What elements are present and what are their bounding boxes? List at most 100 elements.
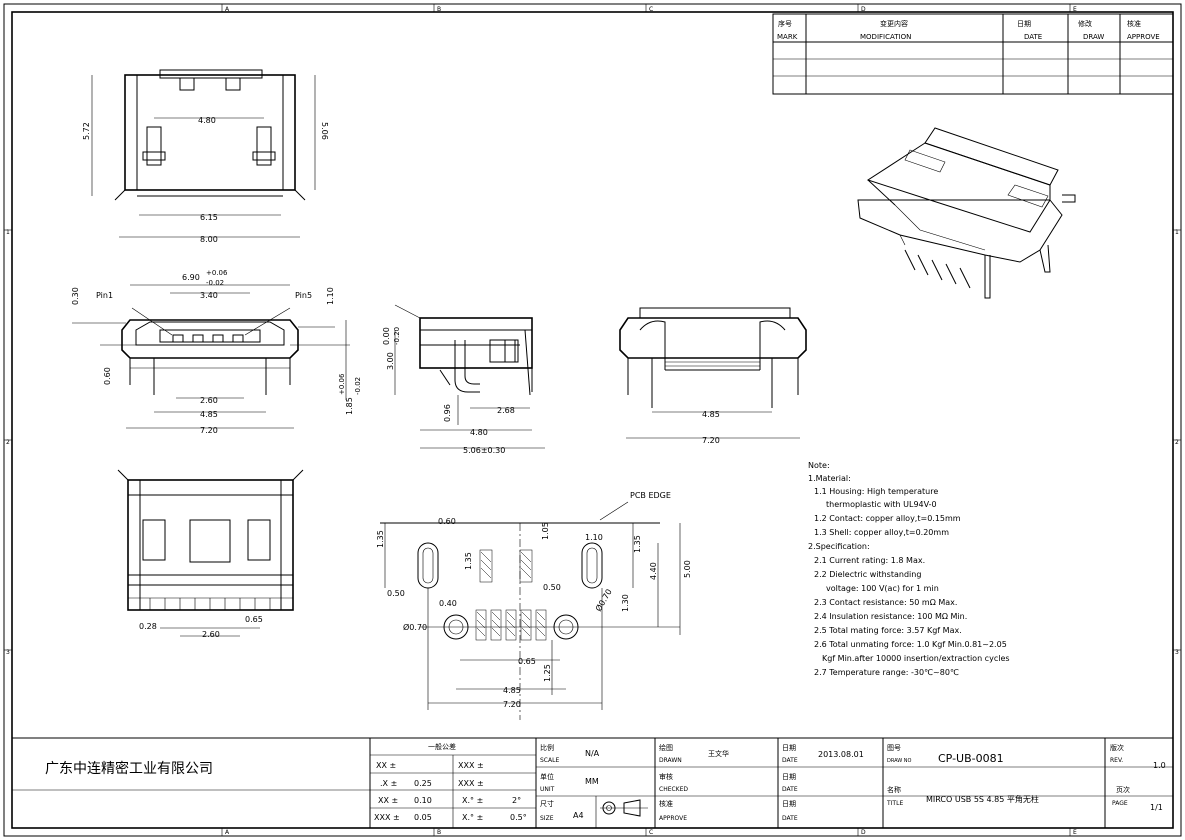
rev-header-en: APPROVE	[1127, 33, 1160, 41]
zone-label: 2	[1175, 439, 1179, 446]
zone-label: 2	[6, 439, 10, 446]
note-line: 2.3 Contact resistance: 50 mΩ Max.	[814, 598, 957, 607]
zone-label: A	[225, 6, 230, 13]
rev-cn: 版次	[1110, 743, 1124, 752]
dim-side-2-68: 2.68	[497, 406, 515, 415]
zone-label: C	[649, 829, 653, 836]
back-view: 4.85 7.20	[619, 307, 807, 445]
note-line: 1.3 Shell: copper alloy,t=0.20mm	[814, 528, 949, 537]
dim-front-6-90: 6.90	[182, 273, 200, 282]
note-line: 2.1 Current rating: 1.8 Max.	[814, 556, 925, 565]
dim-back-7-20: 7.20	[702, 436, 720, 445]
dim-front-7-20: 7.20	[200, 426, 218, 435]
dim-pcb-phi-right: Ø0.70	[593, 587, 614, 613]
drawing-number: CP-UB-0081	[938, 752, 1004, 765]
dim-pcb-4-85: 4.85	[503, 686, 521, 695]
date-value: 2013.08.01	[818, 750, 864, 759]
page-en: PAGE	[1112, 800, 1128, 807]
size-value: A4	[573, 811, 584, 820]
date-en: DATE	[782, 815, 798, 822]
rev-header-cn: 日期	[1017, 20, 1031, 28]
iso-view	[857, 127, 1076, 299]
drawing-no-en: DRAW NO	[887, 758, 912, 764]
note-line: thermoplastic with UL94V-0	[826, 500, 937, 509]
note-line: 2.Specification:	[808, 542, 870, 551]
note-line: 2.4 Insulation resistance: 100 MΩ Min.	[814, 612, 967, 621]
dim-pcb-0-60: 0.60	[438, 517, 456, 526]
notes: Note: 1.Material: 1.1 Housing: High temp…	[808, 461, 1010, 677]
rev-header-en: MODIFICATION	[860, 33, 911, 41]
zone-label: B	[437, 829, 441, 836]
product-title: MIRCO USB 5S 4.85 平角无柱	[926, 794, 1039, 804]
dim-pcb-phi-left: Ø0.70	[403, 622, 427, 632]
zone-label: D	[861, 829, 866, 836]
dim-front-2-60: 2.60	[200, 396, 218, 405]
drawn-value: 王文华	[708, 749, 729, 758]
pcb-layout: PCB EDGE 0.60 1.35 1.35 1.05 1.10	[376, 491, 692, 720]
title-block: 广东中连精密工业有限公司 一般公差 XX ± XXX ± .X ± 0.25 X…	[11, 737, 1174, 829]
rev-en: REV.	[1110, 757, 1123, 764]
note-line: 2.2 Dielectric withstanding	[814, 570, 921, 579]
rev-value: 1.0	[1153, 761, 1166, 770]
dim-pcb-0-65: 0.65	[518, 657, 536, 666]
approve-cn: 核准	[659, 799, 673, 808]
checked-en: CHECKED	[659, 786, 688, 793]
dim-pcb-0-50-a: 0.50	[387, 589, 405, 598]
dim-bottom-2-60: 2.60	[202, 630, 220, 639]
top-view: 4.80 6.15 8.00 5.72 5.06	[82, 69, 329, 244]
dim-side-0-00: 0.00	[382, 327, 391, 345]
zone-label: 1	[1175, 229, 1179, 236]
zone-label: C	[649, 6, 653, 13]
bottom-view: 0.28 2.60 0.65	[117, 469, 304, 639]
unit-en: UNIT	[540, 786, 555, 793]
dim-back-4-85: 4.85	[702, 410, 720, 419]
date-en: DATE	[782, 757, 798, 764]
revision-table: 序号 MARK 变更内容 MODIFICATION 日期 DATE 修改 DRA…	[772, 13, 1174, 95]
size-en: SIZE	[540, 815, 554, 822]
dim-front-tol-minus: -0.02	[206, 279, 224, 287]
zone-label: E	[1073, 829, 1077, 836]
dim-front-tol-plus: +0.06	[206, 269, 228, 277]
projection-symbol	[600, 799, 648, 817]
checked-cn: 审核	[659, 772, 673, 781]
dim-top-6-15: 6.15	[200, 213, 218, 222]
zone-label: 3	[6, 649, 10, 656]
rev-header-cn: 修改	[1078, 19, 1092, 28]
rev-header-en: DATE	[1024, 33, 1042, 41]
note-line: voltage: 100 V(ac) for 1 min	[826, 584, 939, 593]
dim-pcb-0-40: 0.40	[439, 599, 457, 608]
tolerance-header: 一般公差	[428, 742, 456, 751]
tol-b: XXX ±	[458, 779, 484, 788]
tol-a-val: 0.05	[414, 813, 432, 822]
tol-b: XXX ±	[458, 761, 484, 770]
dim-bottom-0-28: 0.28	[139, 622, 157, 631]
dim-front-r-tol-plus: +0.06	[338, 373, 346, 395]
tol-a: XX ±	[376, 761, 396, 770]
dim-pcb-1-35-c: 1.35	[633, 535, 642, 553]
zone-label: B	[437, 6, 441, 13]
pin1-label: Pin1	[96, 291, 113, 300]
unit-value: MM	[585, 777, 599, 786]
tol-a: XX ±	[378, 796, 398, 805]
sheet-frame: A B C D E A B C D E 1 2 3 1 2 3	[3, 3, 1182, 837]
drawn-en: DRAWN	[659, 757, 682, 764]
company-name: 广东中连精密工业有限公司	[45, 760, 213, 777]
dim-front-0-60: 0.60	[103, 367, 112, 385]
dim-top-8-00: 8.00	[200, 235, 218, 244]
note-line: 2.6 Total unmating force: 1.0 Kgf Min.0.…	[814, 640, 1007, 649]
dim-bottom-0-65: 0.65	[245, 615, 263, 624]
date-en: DATE	[782, 786, 798, 793]
zone-label: 1	[6, 229, 10, 236]
drawing-no-cn: 图号	[887, 744, 901, 752]
side-view: 0.00 -0.20 3.00 0.96 2.68 4.80 5.06±0.30	[382, 304, 545, 455]
approve-en: APPROVE	[659, 815, 687, 822]
rev-header-en: DRAW	[1083, 33, 1104, 41]
rev-header-cn: 序号	[778, 19, 792, 28]
pcb-edge-label: PCB EDGE	[630, 491, 671, 500]
zone-label: E	[1073, 6, 1077, 13]
page-value: 1/1	[1150, 803, 1163, 812]
rev-header-cn: 变更内容	[880, 19, 908, 28]
tol-a: XXX ±	[374, 813, 400, 822]
dim-front-3-40: 3.40	[200, 291, 218, 300]
